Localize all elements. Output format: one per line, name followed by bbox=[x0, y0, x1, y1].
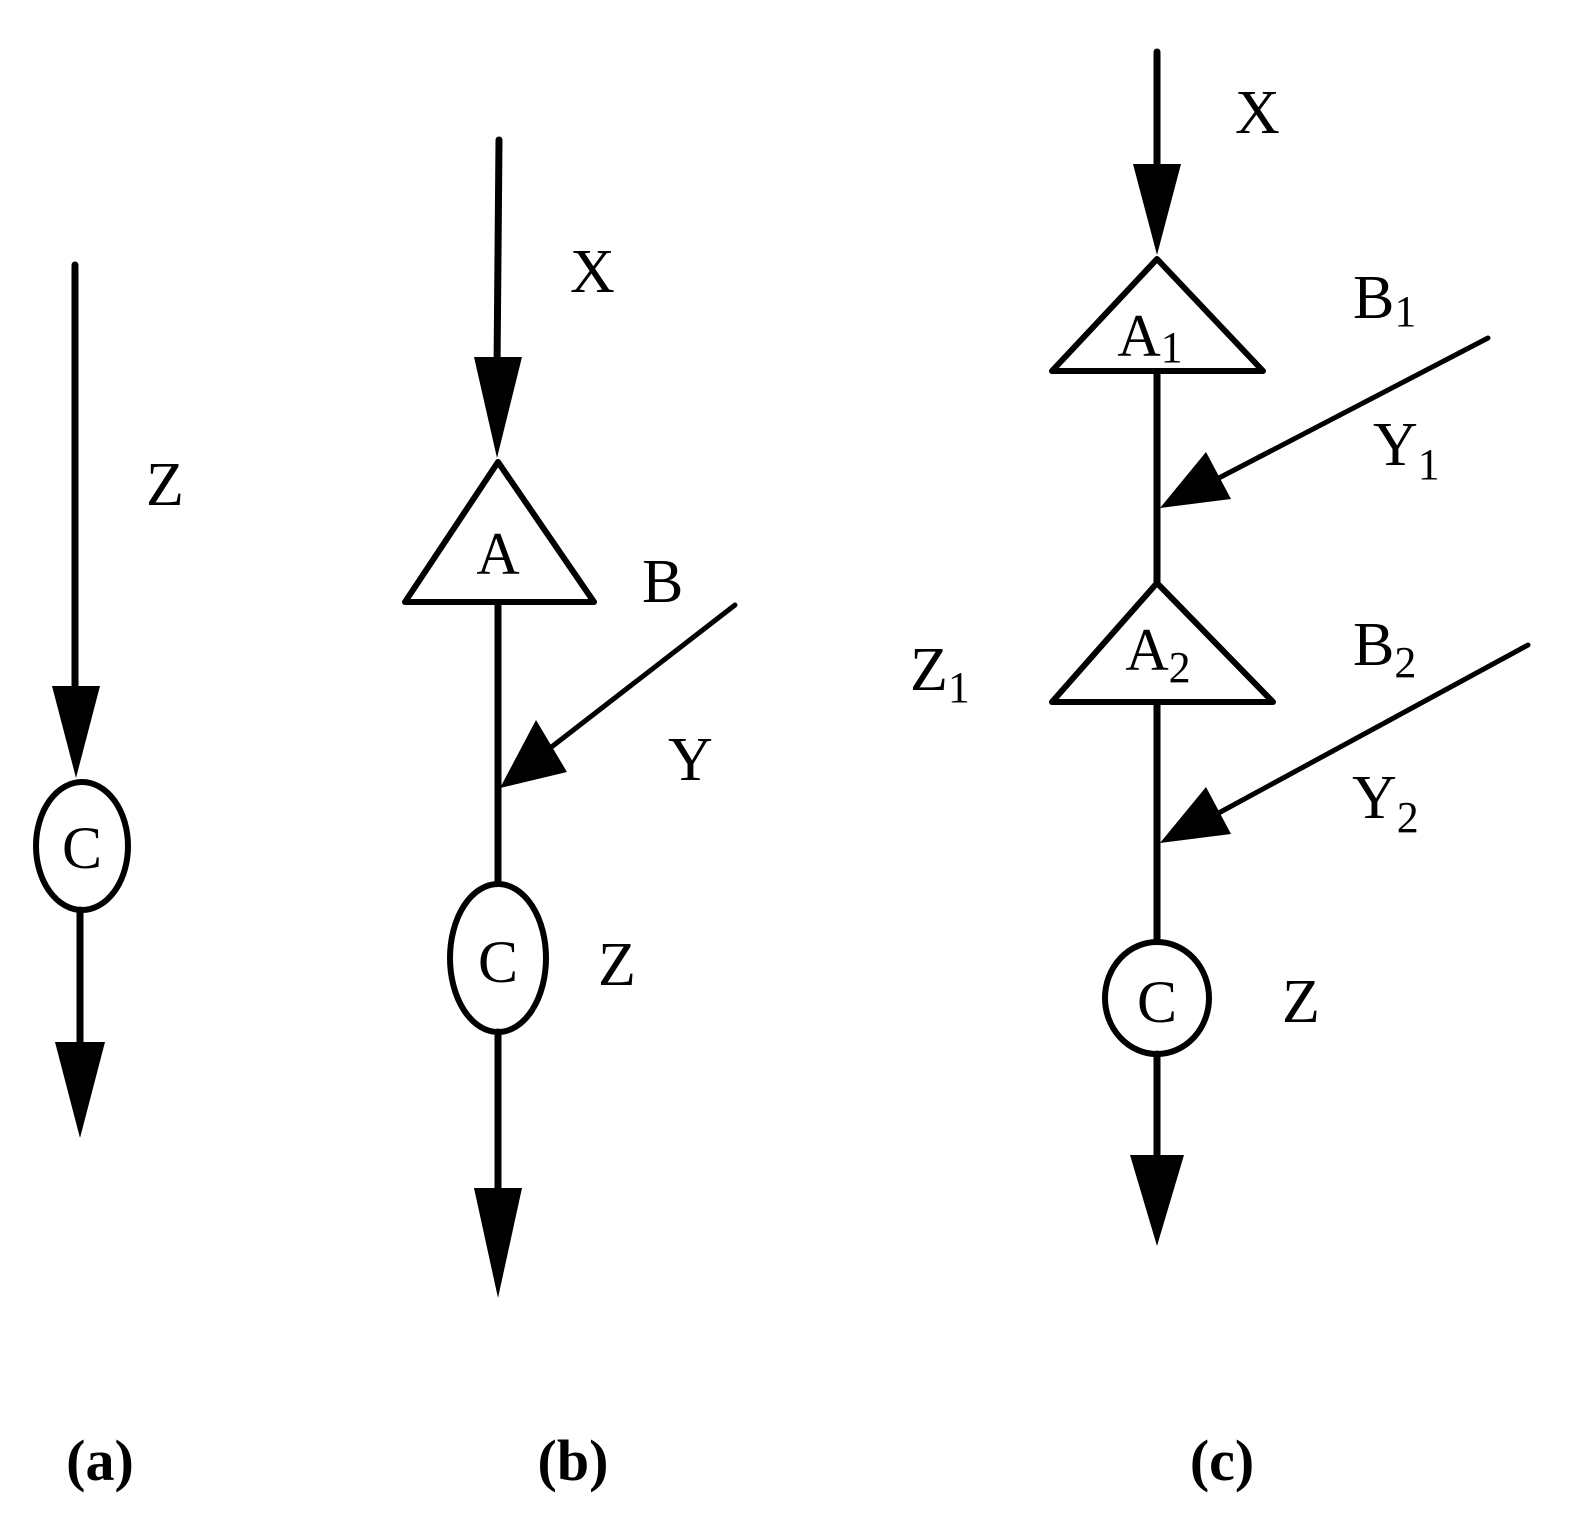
panel-c-b2-label: B2 bbox=[1353, 611, 1416, 687]
panel-c-caption: (c) bbox=[1190, 1428, 1254, 1493]
panel-b-caption: (b) bbox=[538, 1428, 609, 1493]
panel-b: A C X B Y Z (b) bbox=[402, 136, 738, 1493]
panel-b-node-c-label: C bbox=[478, 929, 518, 995]
panel-a: C Z (a) bbox=[33, 261, 184, 1493]
panel-c: A1 A2 C X B1 Y1 Z1 B2 Y2 Z (c) bbox=[910, 48, 1531, 1493]
panel-b-input-line bbox=[493, 136, 503, 374]
panel-c-z1-letter: Z bbox=[910, 636, 948, 704]
panel-b-flow-z-label: Z bbox=[598, 931, 636, 999]
panel-c-z1-subscript: 1 bbox=[948, 663, 970, 712]
panel-c-side-input-2-arrowhead bbox=[1160, 787, 1231, 843]
panel-c-flow-z-label: Z bbox=[1282, 968, 1320, 1036]
panel-c-output-arrowhead bbox=[1130, 1155, 1184, 1246]
panel-c-node-a1-letter: A bbox=[1117, 303, 1160, 369]
panel-c-b1-subscript: 1 bbox=[1394, 287, 1416, 336]
panel-b-output-arrowhead bbox=[474, 1188, 522, 1298]
panel-a-node-c-label: C bbox=[62, 815, 102, 881]
panel-b-side-input-line bbox=[542, 602, 738, 755]
panel-b-node-a-label: A bbox=[476, 521, 519, 587]
panel-c-side-input-1-arrowhead bbox=[1160, 452, 1231, 508]
panel-c-y2-label: Y2 bbox=[1352, 764, 1419, 842]
panel-c-node-a1-label: A1 bbox=[1117, 303, 1182, 372]
panel-c-node-a2-subscript: 2 bbox=[1169, 643, 1191, 692]
panel-c-b1-label: B1 bbox=[1353, 264, 1416, 336]
panel-b-side-input-arrowhead bbox=[500, 720, 567, 788]
panel-b-flow-y-label: Y bbox=[668, 726, 713, 794]
panel-c-y2-subscript: 2 bbox=[1397, 793, 1419, 842]
panel-c-y2-letter: Y bbox=[1352, 764, 1397, 832]
panel-c-node-a2 bbox=[1049, 580, 1276, 705]
panel-a-caption: (a) bbox=[66, 1428, 134, 1493]
panel-a-input-arrowhead bbox=[52, 686, 100, 778]
panel-c-side-input-1-line bbox=[1212, 335, 1491, 483]
panel-c-input-arrowhead bbox=[1133, 164, 1181, 255]
panel-c-b2-letter: B bbox=[1353, 611, 1394, 679]
panel-c-side-input-2-line bbox=[1212, 642, 1531, 818]
panel-c-b1-letter: B bbox=[1353, 264, 1394, 332]
panel-b-input-arrowhead bbox=[474, 357, 522, 458]
panel-b-b-label: B bbox=[642, 548, 683, 616]
panel-c-node-c-label: C bbox=[1137, 969, 1177, 1035]
panel-c-flow-x-label: X bbox=[1235, 79, 1280, 147]
panel-c-node-a1-subscript: 1 bbox=[1161, 323, 1183, 372]
panel-c-z1-label: Z1 bbox=[910, 636, 970, 712]
panel-c-y1-subscript: 1 bbox=[1418, 440, 1440, 489]
panel-c-node-a2-label: A2 bbox=[1125, 617, 1190, 692]
panel-a-output-arrowhead bbox=[55, 1042, 105, 1138]
panel-a-flow-z-label: Z bbox=[146, 451, 184, 519]
panel-c-b2-subscript: 2 bbox=[1394, 638, 1416, 687]
panel-c-y1-label: Y1 bbox=[1373, 411, 1440, 489]
panel-c-node-a2-letter: A bbox=[1125, 617, 1168, 683]
panel-b-flow-x-label: X bbox=[570, 238, 615, 306]
panel-c-y1-letter: Y bbox=[1373, 411, 1418, 479]
